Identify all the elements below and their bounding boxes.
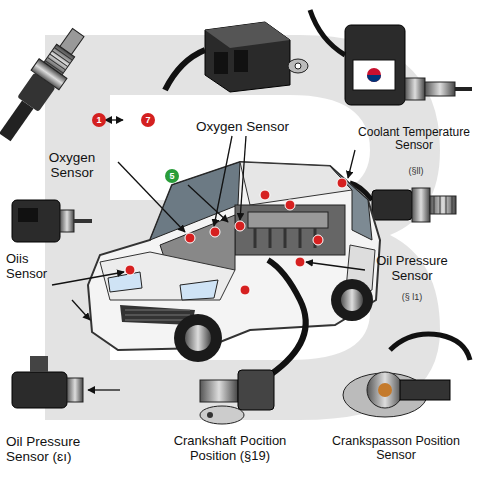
label-slot: Oil Pressure Sensor (ɛı) <box>6 434 106 464</box>
part-name: Oxygen Sensor <box>185 119 300 134</box>
coolant-sensor-icon <box>310 10 472 105</box>
part-code: (§ l1) <box>392 292 432 302</box>
part-name: Oil Pressure Sensor (ɛı) <box>6 434 106 464</box>
part-name: Crankshaft Pocition Position (§19) <box>152 434 308 463</box>
label-slot: 1 <box>92 113 106 127</box>
label-slot: Oxygen Sensor <box>34 150 110 180</box>
part-name: Oxygen Sensor <box>34 150 110 180</box>
part-code: (§ll) <box>396 166 436 176</box>
label-slot: Oiis Sensor <box>6 252 54 281</box>
oil-pressure-sensor-icon <box>12 356 83 408</box>
crankshaft-sensor-icon <box>200 260 306 424</box>
part-name: Oil Pressure Sensor <box>368 254 456 283</box>
oil-sensor-icon <box>12 200 92 242</box>
part-name: Oiis Sensor <box>6 252 54 281</box>
label-slot: Oil Pressure Sensor <box>368 254 456 283</box>
crankshaft-sensor-icon <box>343 334 470 417</box>
label-slot: Crankshaft Pocition Position (§19) <box>152 434 308 463</box>
label-slot: Crankspasson Position Sensor <box>318 434 474 462</box>
label-slot: 5 <box>165 169 179 183</box>
label-slot: Oxygen Sensor <box>185 119 300 134</box>
callout-number: 7 <box>141 113 155 127</box>
label-slot: 7 <box>141 113 155 127</box>
car-illustration <box>88 162 380 362</box>
label-slot: (§ l1) <box>392 292 432 302</box>
label-slot: Coolant Temperature Sensor <box>354 126 474 153</box>
leader-line <box>52 120 365 390</box>
callout-number: 1 <box>92 113 106 127</box>
part-name: Crankspasson Position Sensor <box>318 434 474 462</box>
oxygen-sensor-icon <box>165 22 308 92</box>
part-name: Coolant Temperature Sensor <box>354 126 474 153</box>
label-slot: (§ll) <box>396 166 436 176</box>
oxygen-sensor-icon <box>0 23 92 147</box>
callout-number: 5 <box>165 169 179 183</box>
